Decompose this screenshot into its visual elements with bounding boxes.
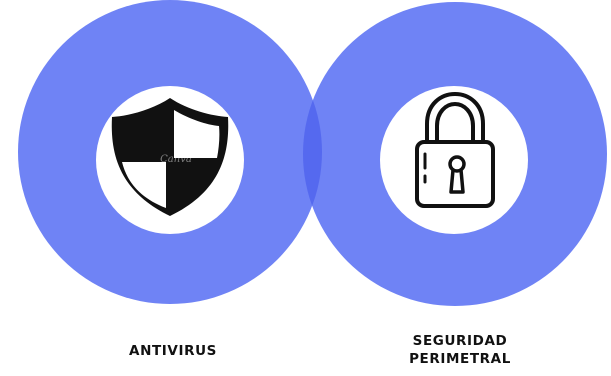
padlock-icon-disc: [380, 86, 528, 234]
canva-watermark: Canva: [160, 154, 192, 165]
label-antivirus: ANTIVIRUS: [129, 343, 217, 359]
padlock-icon: [415, 92, 495, 208]
seguridad-perimetral-node: [380, 86, 528, 234]
antivirus-node: [96, 86, 244, 234]
shield-icon: [111, 98, 229, 216]
